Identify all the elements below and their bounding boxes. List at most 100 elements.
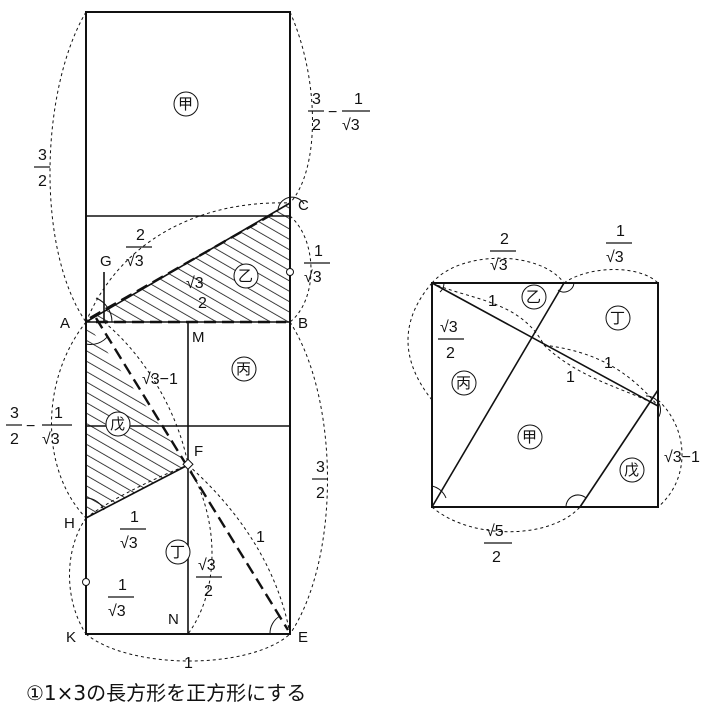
dim-arc-sqrt3-1: [103, 321, 189, 466]
piece-bo-left: 戊: [105, 411, 131, 437]
right-figure: 乙 丁 丙 甲 戊 2 √3 1 √3 1 √3: [407, 223, 700, 566]
right-angle-arc-c: [645, 395, 661, 419]
angle-arc-C: [277, 196, 305, 211]
line-HF: [85, 464, 189, 519]
right-dim-sqrt3-minus-1: √3−1: [664, 449, 700, 466]
svg-text:丁: 丁: [610, 309, 625, 327]
svg-text:2: 2: [492, 549, 501, 566]
piece-otsu-right: 乙: [521, 284, 547, 310]
right-dim-1-upper: 1: [488, 293, 497, 310]
label-point-H: H: [64, 515, 75, 532]
dim-arc-HF: [85, 464, 189, 519]
label-point-A: A: [60, 315, 70, 332]
svg-text:2: 2: [316, 485, 325, 502]
svg-text:1: 1: [54, 405, 63, 422]
svg-text:1: 1: [130, 509, 139, 526]
right-dim-1-mid: 1: [604, 355, 613, 372]
left-figure: A B C G M F H K N E 甲 乙 丙 戊 丁: [6, 11, 370, 672]
svg-text:丙: 丙: [456, 374, 471, 392]
svg-text:3: 3: [10, 405, 19, 422]
svg-text:√3: √3: [342, 117, 360, 134]
svg-text:1: 1: [118, 577, 127, 594]
piece-bo-right: 戊: [619, 457, 645, 483]
right-dim-arc-right: [657, 399, 683, 508]
label-point-N: N: [168, 611, 179, 628]
right-angle-arc-a: [439, 282, 445, 293]
angle-arc-A2: [85, 335, 109, 345]
dim-1-over-sqrt3-H: 1 √3: [120, 509, 146, 552]
dim-1-FE: 1: [256, 529, 265, 546]
dim-3-over-2-left: 3 2: [34, 147, 50, 190]
right-dim-arc-bottom: [431, 506, 581, 533]
svg-text:1: 1: [616, 223, 625, 240]
dim-1-over-sqrt3-right: 1 √3: [304, 243, 330, 286]
svg-text:甲: 甲: [178, 95, 193, 113]
svg-text:2: 2: [446, 345, 455, 362]
dim-2-over-sqrt3: 2 √3: [126, 227, 152, 270]
svg-text:√3: √3: [42, 431, 60, 448]
label-point-M: M: [192, 329, 205, 346]
line-AC-dashed: [89, 209, 279, 320]
dim-arc-F-N: [187, 464, 213, 635]
svg-text:2: 2: [10, 431, 19, 448]
dim-arc-FE: [187, 464, 291, 635]
right-square-outline: [431, 282, 659, 508]
dim-2-AB: 2: [198, 295, 207, 312]
piece-tei-left: 丁: [165, 539, 191, 565]
label-point-E: E: [298, 629, 308, 646]
svg-text:√3: √3: [440, 319, 458, 336]
angle-arc-E: [269, 615, 281, 635]
svg-text:2: 2: [38, 173, 47, 190]
svg-text:3: 3: [316, 459, 325, 476]
svg-text:√3: √3: [108, 603, 126, 620]
right-dim-arc-top-right: [563, 269, 659, 284]
right-angle-arc-e: [565, 494, 587, 508]
svg-text:3: 3: [312, 91, 321, 108]
dim-arc-2-over-sqrt3: [85, 202, 291, 323]
svg-text:1: 1: [314, 243, 323, 260]
label-point-C: C: [298, 197, 309, 214]
label-point-B: B: [298, 315, 308, 332]
right-dim-arc-diag-lower: [543, 344, 659, 407]
right-dim-sqrt3-over-2: √3 2: [438, 319, 464, 362]
dim-arc-left-mid: [51, 321, 87, 519]
svg-text:2: 2: [136, 227, 145, 244]
right-dim-1-low: 1: [566, 369, 575, 386]
right-angle-arc-d: [431, 485, 447, 499]
svg-text:丙: 丙: [236, 360, 251, 378]
dim-3-over-2-minus-1-over-sqrt3-left: 3 2 − 1 √3: [6, 405, 72, 448]
svg-text:甲: 甲: [522, 428, 537, 446]
right-line-diagonal-1: [431, 282, 659, 407]
right-dim-1-over-sqrt3: 1 √3: [606, 223, 632, 266]
dim-3-over-2-minus-1-over-sqrt3-top: 3 2 − 1 √3: [308, 91, 370, 134]
dim-arc-right-1-sqrt3: [289, 215, 312, 323]
piece-hei-right: 丙: [451, 370, 477, 396]
dim-sqrt3-minus-1-left: √3−1: [142, 371, 178, 388]
label-point-K: K: [66, 629, 76, 646]
svg-text:√3: √3: [490, 257, 508, 274]
svg-text:√3: √3: [126, 253, 144, 270]
svg-text:√3: √3: [120, 535, 138, 552]
right-dim-arc-left: [407, 282, 433, 401]
dim-arc-left-top: [49, 11, 87, 323]
dim-arc-right-top: [289, 11, 313, 204]
line-AE-dashed: [94, 317, 290, 631]
svg-text:1: 1: [354, 91, 363, 108]
right-dim-arc-top-left: [431, 257, 565, 284]
piece-kou-right: 甲: [517, 424, 543, 450]
right-dim-arc-diag-upper: [431, 282, 545, 346]
dim-1-over-sqrt3-low: 1 √3: [108, 577, 134, 620]
hatched-piece-bo: [86, 322, 188, 518]
right-line-kou-right: [579, 389, 659, 508]
dim-sqrt3-over-2-F: √3 2: [196, 557, 222, 600]
angle-arc-H: [85, 497, 105, 511]
piece-tei-right: 丁: [605, 305, 631, 331]
angle-arc-A: [95, 297, 113, 323]
svg-text:乙: 乙: [238, 267, 253, 285]
svg-text:2: 2: [204, 583, 213, 600]
right-dim-sqrt5-over-2: √5 2: [484, 523, 512, 566]
piece-otsu-left: 乙: [233, 263, 259, 289]
svg-text:戊: 戊: [624, 461, 639, 479]
dim-arc-left-low: [69, 517, 87, 635]
